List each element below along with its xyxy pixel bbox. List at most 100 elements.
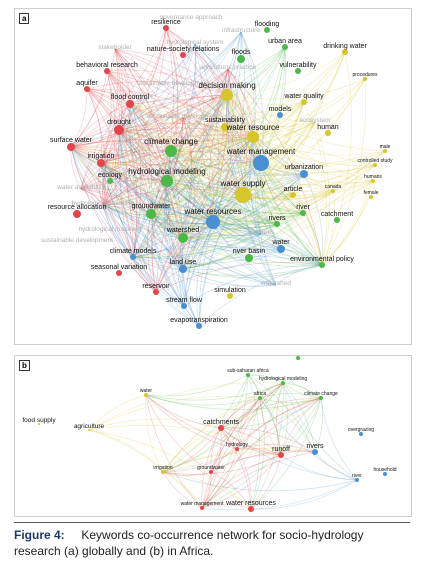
network-edge xyxy=(226,94,323,266)
network-edge xyxy=(166,180,262,235)
network-edge xyxy=(220,427,358,481)
network-edge xyxy=(236,382,284,450)
network-node xyxy=(277,245,285,253)
network-node xyxy=(206,215,220,229)
node-label: hydrological modeling xyxy=(72,200,135,207)
network-edge xyxy=(70,88,88,148)
network-edge xyxy=(114,48,131,105)
network-edge xyxy=(118,129,214,223)
network-edge xyxy=(102,204,185,307)
network-edge xyxy=(150,194,294,218)
network-edge xyxy=(132,212,304,258)
network-edge xyxy=(181,237,200,327)
network-edge xyxy=(201,454,282,509)
network-node xyxy=(245,254,253,262)
network-edge xyxy=(150,190,334,219)
network-edge xyxy=(162,427,222,473)
network-node xyxy=(325,130,331,136)
network-edge xyxy=(132,256,184,270)
network-node xyxy=(114,125,124,135)
node-label: catchments xyxy=(203,419,239,426)
network-edge xyxy=(182,117,323,266)
network-node xyxy=(67,143,75,151)
network-edge xyxy=(86,88,184,270)
network-edge xyxy=(170,136,254,153)
network-edge xyxy=(260,162,282,250)
network-edge xyxy=(150,213,185,307)
network-edge xyxy=(88,429,203,509)
network-edge xyxy=(182,121,316,239)
network-edge xyxy=(226,94,386,152)
network-edge xyxy=(220,397,322,429)
network-edge xyxy=(70,48,116,148)
network-edge xyxy=(220,427,282,456)
node-label: sustainable development xyxy=(137,80,209,87)
network-edge xyxy=(80,188,184,270)
network-edge xyxy=(227,68,262,164)
network-edge xyxy=(86,88,184,239)
node-label: hydrology xyxy=(226,442,248,448)
network-edge xyxy=(151,150,172,293)
network-edge xyxy=(226,94,316,123)
network-edge xyxy=(220,374,249,429)
network-edge xyxy=(182,136,254,270)
node-label: watershed xyxy=(166,227,199,234)
node-label: africa xyxy=(254,391,266,397)
network-edge xyxy=(155,94,228,293)
network-edge xyxy=(226,94,305,175)
network-edge xyxy=(118,43,196,131)
node-label: simulation xyxy=(214,287,246,294)
network-edge xyxy=(248,136,262,235)
network-edge xyxy=(208,94,228,223)
network-edge xyxy=(250,454,282,510)
network-edge xyxy=(150,213,184,270)
network-edge xyxy=(70,70,108,148)
network-edge xyxy=(100,162,184,239)
network-edge xyxy=(201,479,358,511)
network-edge xyxy=(196,221,214,327)
network-edge xyxy=(282,382,316,453)
network-node xyxy=(161,470,165,474)
network-panel-africa: b mortalitysub-saharan africahydrologica… xyxy=(14,355,412,517)
network-edge xyxy=(150,212,304,226)
network-edge xyxy=(162,397,322,473)
network-edge xyxy=(314,397,323,453)
network-node xyxy=(218,425,224,431)
node-label: aquifer xyxy=(76,80,98,87)
network-edge xyxy=(252,136,278,225)
network-edge xyxy=(100,162,214,223)
network-edge xyxy=(166,164,376,190)
network-edge xyxy=(100,134,254,164)
node-label: climate change xyxy=(144,137,198,146)
network-edge xyxy=(100,162,278,225)
network-edge xyxy=(260,162,374,184)
network-edge xyxy=(236,444,316,453)
network-edge xyxy=(102,204,214,225)
node-label: food supply xyxy=(22,417,56,424)
network-edge xyxy=(155,162,262,293)
network-edge xyxy=(280,382,288,456)
network-edge xyxy=(80,129,120,190)
network-edge xyxy=(252,136,305,175)
network-edge xyxy=(100,126,226,164)
network-edge xyxy=(182,126,226,239)
network-edge xyxy=(242,164,376,196)
network-edge xyxy=(165,27,179,152)
network-edge xyxy=(282,382,358,481)
network-edge xyxy=(162,471,212,476)
node-label: sustainable development xyxy=(147,113,219,120)
network-edge xyxy=(118,129,262,164)
network-edge xyxy=(182,162,262,270)
network-edge xyxy=(150,126,226,215)
network-edge xyxy=(129,46,286,105)
node-label: mortality xyxy=(289,356,308,357)
network-edge xyxy=(260,162,376,173)
network-edge xyxy=(132,136,254,258)
network-edge xyxy=(303,173,324,266)
network-edge xyxy=(282,382,322,399)
network-node xyxy=(97,159,105,167)
network-edge xyxy=(118,117,184,132)
network-edge xyxy=(165,180,184,270)
network-edge xyxy=(247,374,316,453)
network-edge xyxy=(165,27,214,223)
